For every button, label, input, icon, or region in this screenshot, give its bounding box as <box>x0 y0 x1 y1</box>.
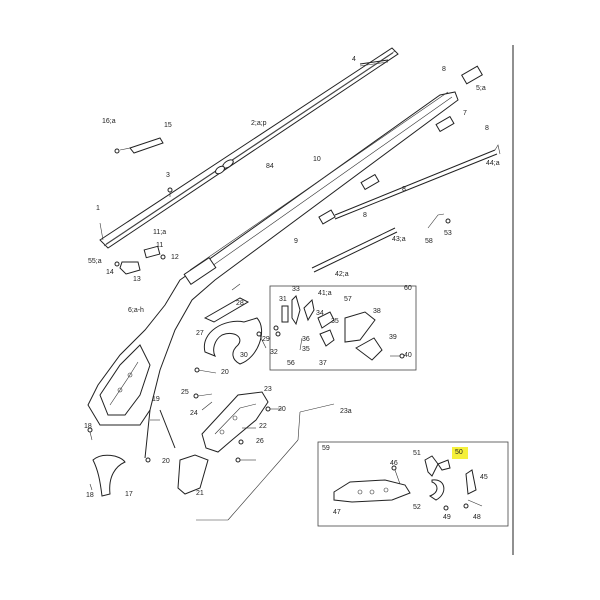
part-1-pin <box>99 222 104 241</box>
part-19-bracket <box>144 409 176 463</box>
part-20-screw-a <box>194 367 217 374</box>
lock-parts <box>333 455 483 511</box>
bracket-23a <box>196 403 335 521</box>
part-17-buttplate <box>92 454 126 497</box>
trigger-guard-27-30 <box>203 317 262 365</box>
part-21-plate <box>177 454 209 495</box>
screws-20-22-24 <box>193 393 282 463</box>
ramrod-part-44a <box>334 144 501 220</box>
part-11-thimble <box>143 245 166 260</box>
hammer-51 <box>424 455 439 477</box>
lock-box-59 <box>317 441 509 527</box>
tumbler-52 <box>428 479 445 501</box>
part-3-screw <box>167 187 173 197</box>
ramrod-part-43a <box>311 227 398 273</box>
barrel <box>99 47 399 249</box>
part-13-escutcheon <box>114 261 141 275</box>
part-18-pins <box>87 427 93 491</box>
parts-58-53 <box>427 213 451 229</box>
trigger-assembly-box-60 <box>269 285 417 371</box>
sideplate-23 <box>201 391 269 453</box>
trigger-assembly-parts <box>273 295 405 361</box>
wedges <box>318 65 483 225</box>
part-15-nosecap <box>114 137 164 154</box>
ramrod-part-4 <box>359 59 389 67</box>
sear-45 <box>465 469 477 495</box>
gun-stock <box>87 91 459 426</box>
callout-highlight <box>452 447 468 459</box>
part-29-screw <box>256 331 267 349</box>
mainspring-50 <box>437 459 451 471</box>
trigger-plate-28 <box>203 283 250 323</box>
lockplate-47 <box>333 479 411 503</box>
